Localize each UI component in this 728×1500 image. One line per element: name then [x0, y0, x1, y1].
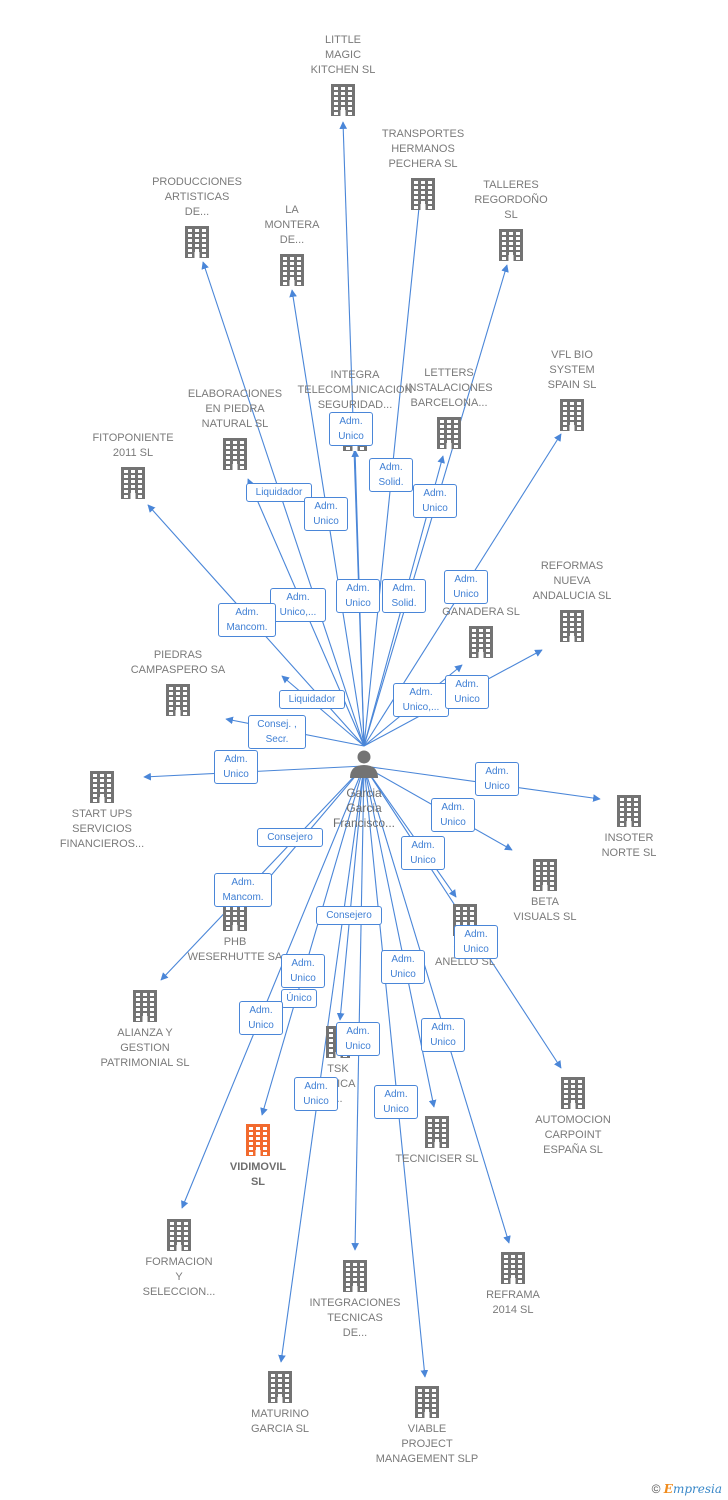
edge-to-vidimovil [260, 765, 365, 1116]
role-badge[interactable]: Adm. Unico [304, 497, 348, 531]
node-label-producciones[interactable]: PRODUCCIONES ARTISTICAS DE... [152, 176, 242, 218]
building-icon-montera[interactable] [280, 254, 304, 286]
node-label-integraciones[interactable]: INTEGRACIONES TECNICAS DE... [309, 1297, 401, 1339]
person-icon[interactable] [350, 750, 378, 779]
building-icon-automocion[interactable] [561, 1077, 585, 1109]
node-label-elaboraciones[interactable]: ELABORACIONES EN PIEDRA NATURAL SL [187, 388, 283, 430]
role-badge[interactable]: Consejero [316, 906, 382, 925]
building-icon-start-ups[interactable] [90, 771, 114, 803]
node-label-tecniciser[interactable]: TECNICISER SL [395, 1153, 479, 1165]
building-icon-reframa[interactable] [501, 1252, 525, 1284]
edge-to-maturino [278, 765, 365, 1363]
building-icon-alianza[interactable] [133, 990, 157, 1022]
node-label-piedras[interactable]: PIEDRAS CAMPASPERO SA [130, 649, 226, 676]
role-badge[interactable]: Adm. Unico [374, 1085, 418, 1119]
node-label-montera[interactable]: LA MONTERA DE... [264, 204, 320, 246]
role-badge[interactable]: Adm. Unico,... [270, 588, 326, 622]
role-badge[interactable]: Adm. Unico [454, 925, 498, 959]
footer-brand: © Empresia [652, 1482, 722, 1496]
building-icon-producciones[interactable] [185, 226, 209, 258]
node-label-reformas[interactable]: REFORMAS NUEVA ANDALUCIA SL [532, 560, 612, 602]
node-label-insoter[interactable]: INSOTER NORTE SL [601, 832, 657, 859]
building-icon-transportes[interactable] [411, 178, 435, 210]
edge-to-viable [363, 765, 429, 1378]
building-icon-maturino[interactable] [268, 1371, 292, 1403]
role-badge[interactable]: Adm. Unico [475, 762, 519, 796]
building-icon-reformas[interactable] [560, 610, 584, 642]
node-label-beta[interactable]: BETA VISUALS SL [513, 896, 577, 923]
building-icon-insoter[interactable] [617, 795, 641, 827]
node-label-letters[interactable]: LETTERS INSTALACIONES BARCELONA... [405, 367, 493, 409]
building-icon-tecniciser[interactable] [425, 1116, 449, 1148]
node-label-vfl[interactable]: VFL BIO SYSTEM SPAIN SL [547, 349, 597, 391]
node-label-talleres[interactable]: TALLERES REGORDOÑO SL [474, 179, 548, 221]
building-icon-formacion[interactable] [167, 1219, 191, 1251]
node-label-transportes[interactable]: TRANSPORTES HERMANOS PECHERA SL [381, 128, 465, 170]
copyright-symbol: © [651, 1482, 661, 1496]
building-icon-viable[interactable] [415, 1386, 439, 1418]
role-badge[interactable]: Adm. Unico [421, 1018, 465, 1052]
role-badge[interactable]: Adm. Mancom. [218, 603, 276, 637]
role-badge[interactable]: Adm. Solid. [382, 579, 426, 613]
building-icon-vidimovil[interactable] [246, 1124, 270, 1156]
node-label-vidimovil[interactable]: VIDIMOVIL SL [229, 1161, 287, 1188]
role-badge[interactable]: Adm. Unico [401, 836, 445, 870]
building-icon-ganadera[interactable] [469, 626, 493, 658]
edge-to-formacion [181, 765, 365, 1209]
role-badge[interactable]: Adm. Unico [329, 412, 373, 446]
role-badge[interactable]: Liquidador [279, 690, 345, 709]
role-badge[interactable]: Adm. Unico [381, 950, 425, 984]
role-badge[interactable]: Adm. Unico [336, 1022, 380, 1056]
role-badge[interactable]: Adm. Unico [239, 1001, 283, 1035]
node-label-maturino[interactable]: MATURINO GARCIA SL [250, 1408, 310, 1435]
node-label-start-ups[interactable]: START UPS SERVICIOS FINANCIEROS... [59, 808, 145, 850]
edge-to-car [363, 765, 457, 898]
role-badge[interactable]: Único [281, 989, 317, 1008]
building-icon-letters[interactable] [437, 417, 461, 449]
role-badge[interactable]: Adm. Unico [444, 570, 488, 604]
node-label-automocion[interactable]: AUTOMOCION CARPOINT ESPAÑA SL [535, 1114, 611, 1156]
node-label-reframa[interactable]: REFRAMA 2014 SL [486, 1289, 540, 1316]
role-badge[interactable]: Adm. Unico,... [393, 683, 449, 717]
node-label-integra[interactable]: INTEGRA TELECOMUNICACION SEGURIDAD... [297, 369, 413, 411]
edge-to-tsk [336, 765, 365, 1021]
role-badge[interactable]: Liquidador [246, 483, 312, 502]
role-badge[interactable]: Consejero [257, 828, 323, 847]
node-label-fitoponiente[interactable]: FITOPONIENTE 2011 SL [92, 432, 174, 459]
role-badge[interactable]: Adm. Unico [214, 750, 258, 784]
edge-to-producciones [201, 261, 365, 747]
node-label-alianza[interactable]: ALIANZA Y GESTION PATRIMONIAL SL [100, 1027, 190, 1069]
node-label-little-magic[interactable]: LITTLE MAGIC KITCHEN SL [310, 34, 376, 76]
edge-to-reframa [363, 765, 511, 1244]
building-icon-piedras[interactable] [166, 684, 190, 716]
building-icon-talleres[interactable] [499, 229, 523, 261]
empresia-logo[interactable]: Empresia [663, 1482, 722, 1496]
building-icon-beta[interactable] [533, 859, 557, 891]
building-icon-vfl[interactable] [560, 399, 584, 431]
node-label-viable[interactable]: VIABLE PROJECT MANAGEMENT SLP [375, 1423, 479, 1465]
node-label-formacion[interactable]: FORMACION Y SELECCION... [142, 1256, 216, 1298]
building-icon-little-magic[interactable] [331, 84, 355, 116]
node-label-phb[interactable]: PHB WESERHUTTE SA [187, 936, 283, 963]
center-person-label[interactable]: Garcia Garcia Francisco... [332, 786, 395, 830]
role-badge[interactable]: Adm. Unico [445, 675, 489, 709]
role-badge[interactable]: Adm. Unico [281, 954, 325, 988]
role-badge[interactable]: Adm. Unico [336, 579, 380, 613]
role-badge[interactable]: Adm. Unico [294, 1077, 338, 1111]
building-icon-integraciones[interactable] [343, 1260, 367, 1292]
edge-to-hidden-sl [281, 675, 365, 747]
role-badge[interactable]: Adm. Unico [431, 798, 475, 832]
role-badge[interactable]: Adm. Mancom. [214, 873, 272, 907]
building-icon-fitoponiente[interactable] [121, 467, 145, 499]
role-badge[interactable]: Consej. , Secr. [248, 715, 306, 749]
role-badge[interactable]: Adm. Solid. [369, 458, 413, 492]
building-icon-elaboraciones[interactable] [223, 438, 247, 470]
edge-to-integraciones [351, 765, 365, 1251]
role-badge[interactable]: Adm. Unico [413, 484, 457, 518]
